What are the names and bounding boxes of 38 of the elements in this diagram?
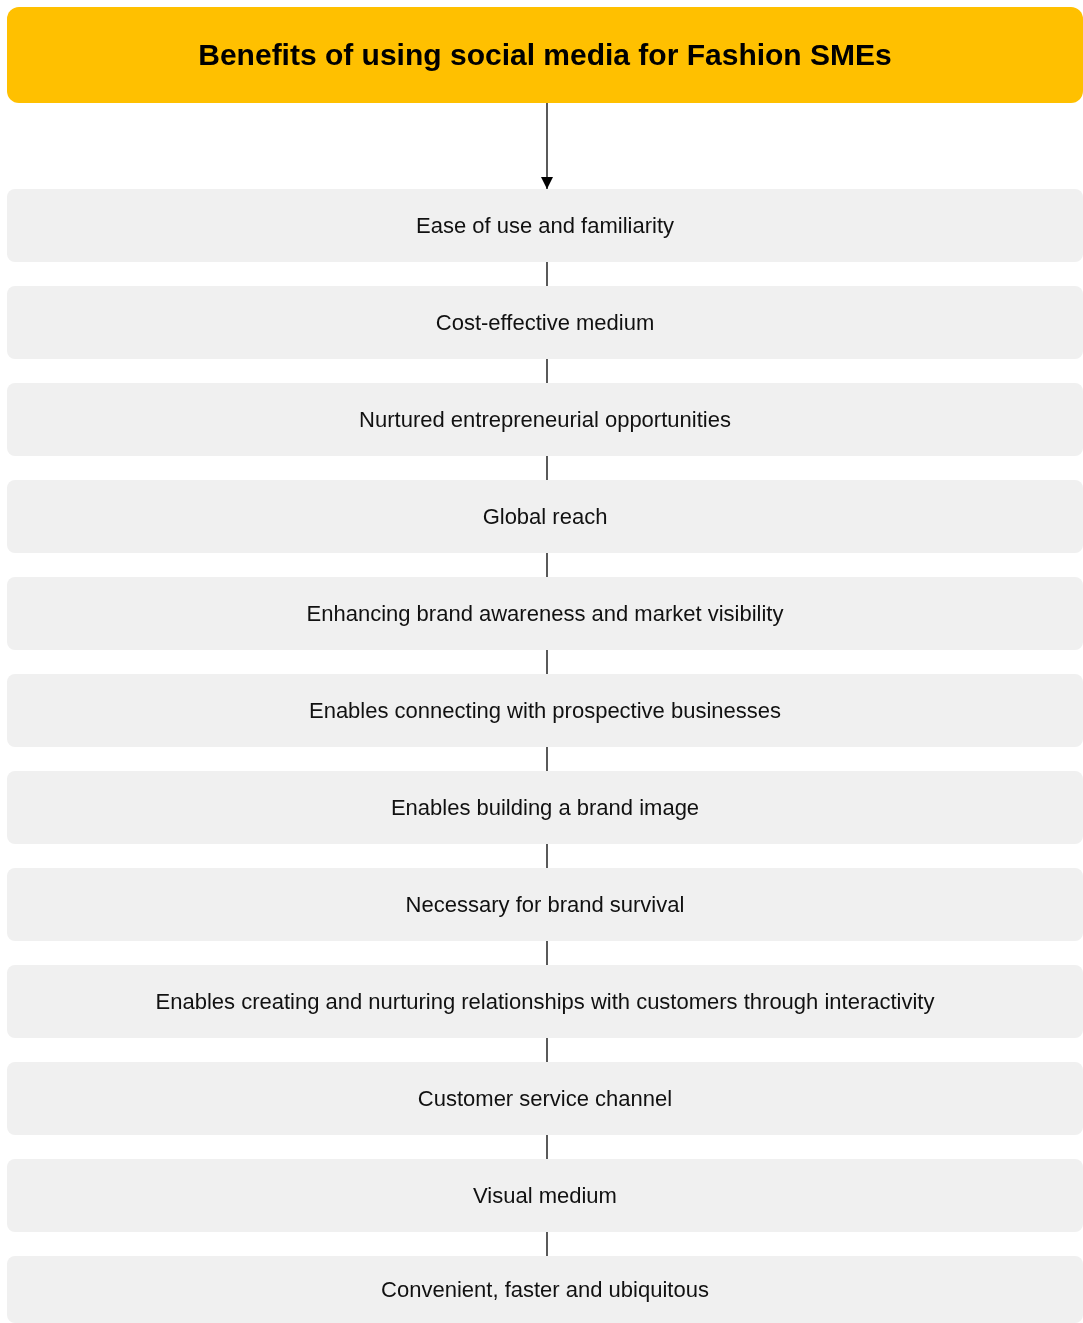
benefit-box [7,771,1083,844]
connector-line [546,1231,548,1257]
benefit-box [7,383,1083,456]
header-text: Benefits of using social media for Fashion SMEs [198,38,892,72]
connector-line [546,261,548,287]
benefit-box [7,577,1083,650]
benefit-box [7,1256,1083,1323]
benefit-text: Necessary for brand survival [405,891,685,918]
benefit-text: Visual medium [473,1182,617,1209]
benefit-box [7,1159,1083,1232]
benefit-box [7,480,1083,553]
benefit-box [7,674,1083,747]
benefit-text: Cost-effective medium [435,309,655,336]
connector-line [546,1037,548,1063]
benefit-text: Convenient, faster and ubiquitous [381,1276,709,1303]
connector-line [546,358,548,384]
benefit-box [7,189,1083,262]
connector-line [546,843,548,869]
arrow [541,102,553,190]
connector-line [546,746,548,772]
benefit-text: Ease of use and familiarity [416,212,674,239]
connector-line [546,455,548,481]
benefit-text: Nurtured entrepreneurial opportunities [359,406,731,433]
benefit-text: Enables creating and nurturing relationships with customers through interactivity [155,988,935,1015]
benefit-box [7,1062,1083,1135]
benefit-text: Enables connecting with prospective businesses [308,697,782,724]
benefit-box [7,868,1083,941]
benefit-box [7,965,1083,1038]
benefit-text: Global reach [482,503,608,530]
benefit-box [7,286,1083,359]
benefit-text: Customer service channel [417,1085,673,1112]
connector-line [546,1134,548,1160]
header-box [7,7,1083,103]
connector-line [546,552,548,578]
connector-line [546,649,548,675]
connector-line [546,940,548,966]
benefit-text: Enhancing brand awareness and market visibility [306,600,784,627]
benefit-text: Enables building a brand image [390,794,700,821]
